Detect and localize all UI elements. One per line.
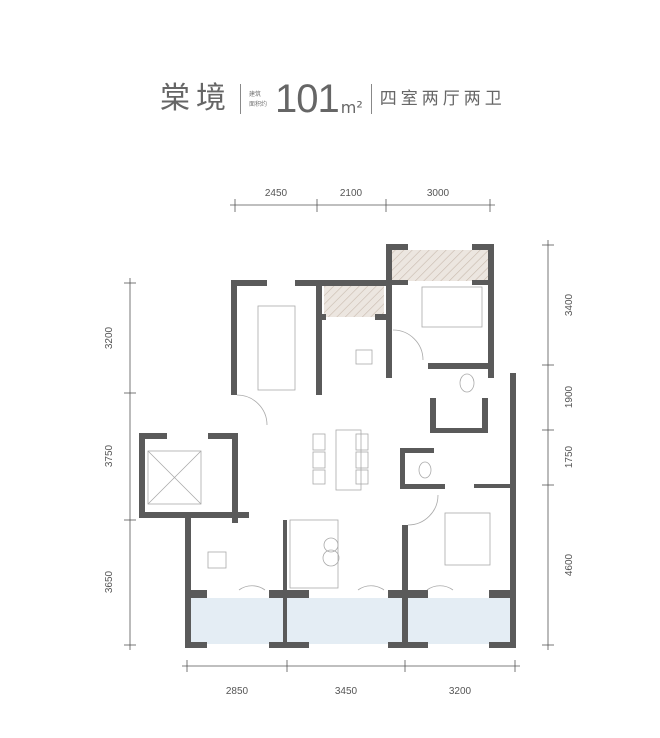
dim-top-1: 2450 (265, 188, 288, 199)
dim-bottom-2: 3450 (335, 686, 358, 697)
toilet (418, 461, 432, 479)
dim-left-1: 3200 (104, 326, 115, 349)
dining-table (335, 429, 362, 491)
dim-bottom-3: 3200 (449, 686, 472, 697)
bed (444, 512, 491, 566)
walls (139, 244, 516, 648)
air-conditioner-platform (324, 286, 384, 317)
area-label-line1: 建筑 (249, 90, 262, 98)
dim-right-3: 1750 (564, 445, 575, 468)
dim-bottom-1: 2850 (226, 686, 249, 697)
dim-top-3: 3000 (427, 188, 450, 199)
area-label: 建筑 面积约 (249, 91, 267, 108)
dim-right-2: 1900 (564, 385, 575, 408)
air-conditioner-platform (392, 250, 488, 281)
kitchen-counter (257, 305, 296, 391)
header: 棠境 建筑 面积约 101 m² 四室两厅两卫 (160, 74, 506, 124)
dim-right-4: 4600 (564, 553, 575, 576)
balcony (188, 598, 511, 644)
toilet (459, 373, 475, 393)
chair (207, 551, 227, 569)
dim-right-1: 3400 (564, 293, 575, 316)
dimension-lines (124, 199, 554, 672)
bed (421, 286, 483, 328)
furniture (147, 286, 491, 591)
dim-top-2: 2100 (340, 188, 363, 199)
divider (370, 84, 372, 114)
area-value: 101 (275, 77, 340, 121)
project-name: 棠境 (160, 81, 232, 116)
area-unit: m² (340, 98, 363, 117)
divider (240, 84, 241, 114)
chair (355, 349, 373, 365)
area-label-line2: 面积约 (249, 100, 268, 108)
dim-left-3: 3650 (104, 570, 115, 593)
elevator (147, 450, 202, 505)
dim-left-2: 3750 (104, 444, 115, 467)
area: 101 m² (275, 79, 363, 119)
sofa (289, 519, 339, 589)
layout-type: 四室两厅两卫 (379, 89, 506, 109)
